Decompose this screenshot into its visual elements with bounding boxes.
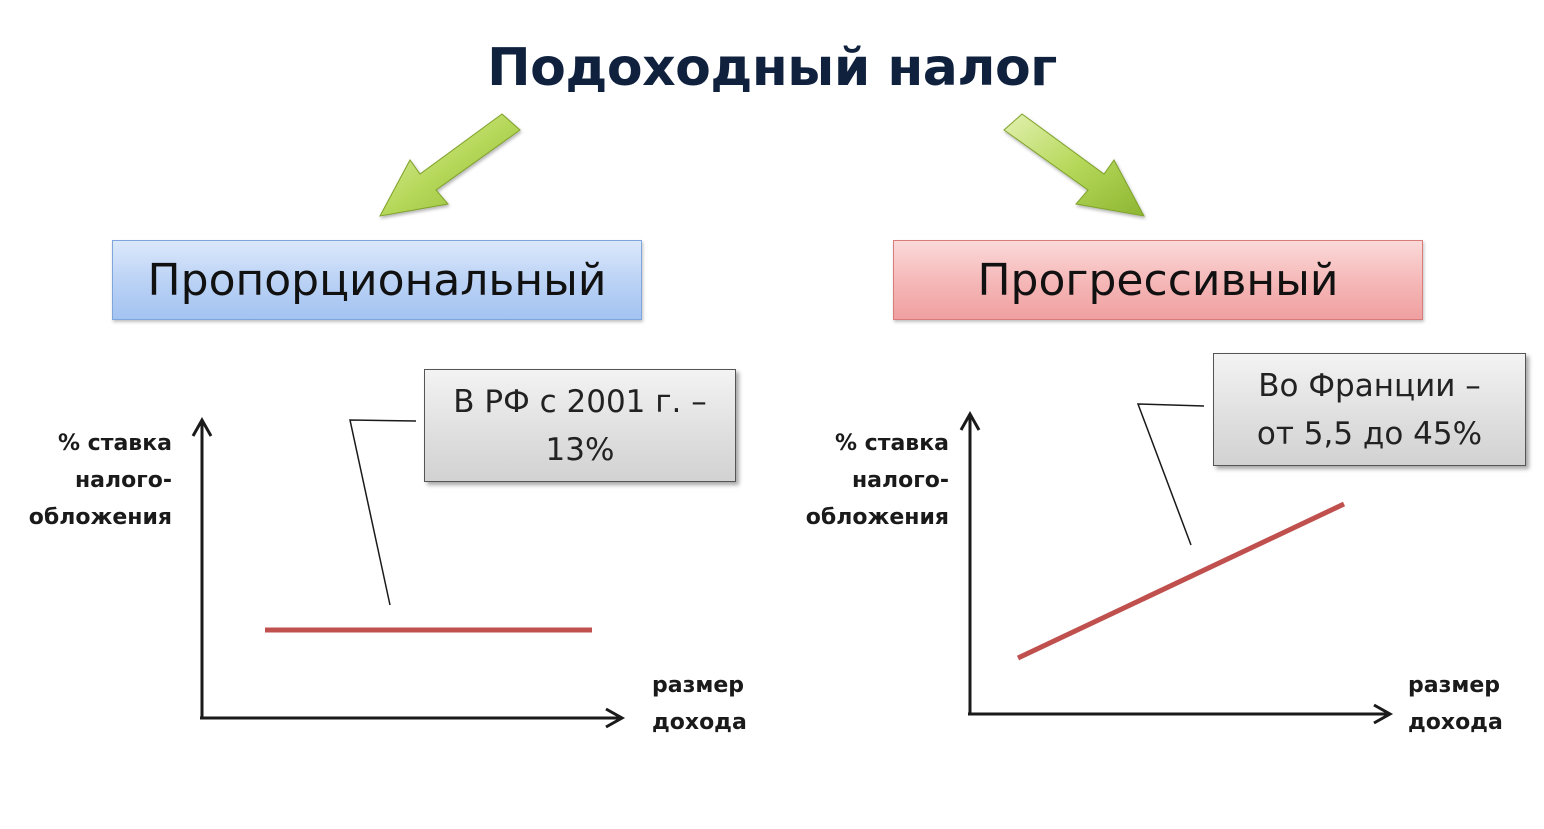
callout-leader — [349, 419, 417, 606]
x-axis-arrowhead — [605, 707, 626, 729]
proportional-tax-box: Пропорциональный — [112, 240, 642, 320]
x-axis-label: размер дохода — [1408, 673, 1503, 735]
x-axis-arrowhead — [1373, 703, 1394, 725]
chart-proportional — [191, 416, 626, 729]
green-arrow-right-icon — [1003, 113, 1145, 217]
callout-russia: В РФ с 2001 г. – 13% — [424, 369, 736, 482]
green-arrow-left-icon — [379, 113, 521, 217]
callout-france: Во Франции – от 5,5 до 45% — [1213, 353, 1526, 466]
y-axis-arrowhead — [959, 410, 981, 431]
y-axis-arrowhead — [191, 416, 213, 437]
y-axis-label: % ставка налого- обложения — [805, 431, 949, 530]
callout-leader — [1136, 403, 1205, 546]
x-axis-label: размер дохода — [652, 673, 747, 735]
y-axis-label: % ставка налого- обложения — [28, 431, 172, 530]
page-title: Подоходный налог — [487, 38, 1057, 98]
tax-rate-line — [1016, 501, 1346, 661]
chart-progressive — [959, 403, 1394, 725]
progressive-tax-box: Прогрессивный — [893, 240, 1423, 320]
